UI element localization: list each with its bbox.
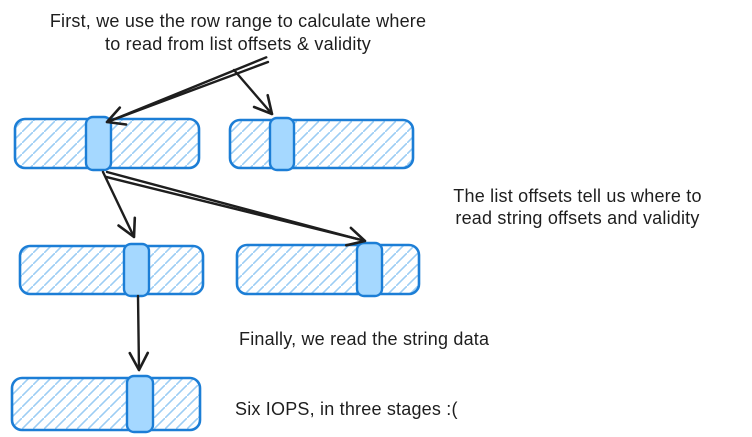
buffer-bar	[18, 244, 205, 296]
stage2-caption: The list offsets tell us where to read s…	[405, 185, 750, 229]
buffer-bar	[235, 243, 421, 296]
buffer-bar	[228, 118, 415, 170]
highlighted-segment	[355, 241, 384, 298]
highlighted-segment	[84, 115, 113, 172]
stage3-caption: Finally, we read the string data	[239, 329, 490, 349]
highlighted-segment	[125, 374, 155, 434]
arrow-list-to-string-offsets	[101, 170, 137, 239]
list-offsets-buffer	[13, 115, 201, 172]
buffer-bar	[10, 376, 202, 432]
stage2-caption-line1: The list offsets tell us where to	[453, 186, 702, 206]
arrow-shaft	[105, 60, 270, 126]
arrow-row-range-to-list-validity	[232, 68, 274, 116]
highlighted-segment	[268, 116, 296, 172]
string-data-buffer	[10, 374, 202, 434]
string-validity-buffer	[235, 241, 421, 298]
arrow-shaft	[105, 170, 367, 247]
list-validity-buffer	[228, 116, 415, 172]
arrow-shaft	[232, 68, 274, 116]
arrow-offsets-to-string-data	[128, 294, 150, 372]
arrow-shaft	[101, 170, 137, 239]
arrow-row-range-to-list-offsets	[105, 56, 270, 126]
arrow-shaft	[128, 294, 150, 372]
stage2-caption-line2: read string offsets and validity	[455, 208, 700, 228]
stage1-caption-line2: to read from list offsets & validity	[105, 34, 371, 54]
arrow-list-to-string-validity	[104, 170, 367, 247]
buffer-bars-group	[10, 115, 421, 434]
stage1-caption-line1: First, we use the row range to calculate…	[49, 11, 427, 31]
summary-caption: Six IOPS, in three stages :(	[235, 399, 458, 419]
arrows-group	[101, 56, 367, 372]
stage1-caption: First, we use the row range to calculate…	[8, 10, 468, 56]
highlighted-segment	[122, 242, 151, 298]
string-offsets-buffer	[18, 242, 205, 298]
